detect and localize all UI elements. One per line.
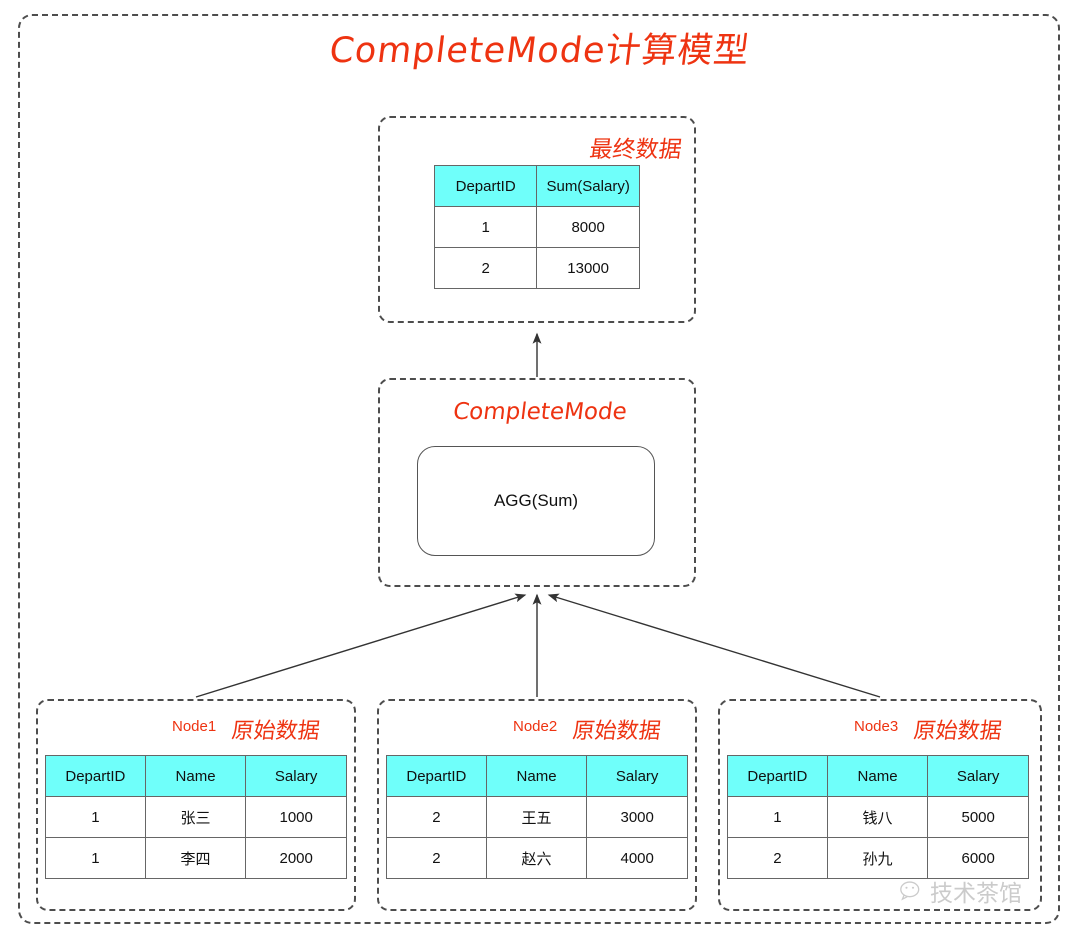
table-row: 2 13000 [433, 247, 640, 289]
table-row: 1 8000 [433, 206, 640, 248]
column-header: Name [144, 755, 247, 797]
table-cell: 孙九 [826, 837, 929, 879]
table-cell: 李四 [144, 837, 247, 879]
outer-frame [18, 14, 1060, 924]
table-cell: 1 [433, 206, 538, 248]
watermark: 技术茶馆 [900, 874, 1022, 908]
final-result-box [378, 116, 696, 323]
agg-operator-box: AGG(Sum) [417, 446, 655, 556]
node2-label: 原始数据 [571, 719, 663, 744]
node3-box [718, 699, 1042, 911]
column-header: DepartID [45, 755, 146, 797]
final-result-table: DepartID Sum(Salary) 1 8000 2 13000 [433, 165, 640, 289]
table-cell: 2 [727, 837, 828, 879]
table-header-row: DepartID Name Salary [45, 755, 347, 797]
column-header: Salary [586, 755, 688, 797]
wechat-icon [900, 880, 926, 902]
table-cell: 张三 [144, 796, 247, 838]
table-cell: 1000 [245, 796, 347, 838]
table-cell: 3000 [586, 796, 688, 838]
table-cell: 13000 [536, 247, 640, 289]
page-title: CompleteMode计算模型 [327, 31, 753, 71]
node2-name: Node2 [513, 718, 558, 735]
table-cell: 王五 [485, 796, 588, 838]
column-header: Name [826, 755, 929, 797]
column-header: DepartID [386, 755, 487, 797]
table-cell: 5000 [927, 796, 1029, 838]
table-header-row: DepartID Name Salary [727, 755, 1029, 797]
watermark-text: 技术茶馆 [930, 881, 1022, 907]
table-cell: 4000 [586, 837, 688, 879]
table-row: 2 孙九 6000 [727, 837, 1029, 879]
node2-table: DepartID Name Salary 2 王五 3000 2 赵六 4000 [386, 755, 688, 879]
table-header-row: DepartID Sum(Salary) [433, 165, 640, 207]
node1-name: Node1 [172, 718, 217, 735]
final-result-label: 最终数据 [588, 137, 684, 163]
table-row: 2 赵六 4000 [386, 837, 688, 879]
table-cell: 1 [727, 796, 828, 838]
node3-table: DepartID Name Salary 1 钱八 5000 2 孙九 6000 [727, 755, 1029, 879]
node1-label: 原始数据 [230, 719, 322, 744]
column-header: DepartID [433, 165, 538, 207]
node2-box [377, 699, 697, 911]
agg-operator-label: AGG(Sum) [493, 491, 579, 510]
table-row: 1 李四 2000 [45, 837, 347, 879]
table-row: 1 钱八 5000 [727, 796, 1029, 838]
table-cell: 钱八 [826, 796, 929, 838]
table-cell: 2 [433, 247, 538, 289]
compute-stage-box [378, 378, 696, 587]
table-row: 1 张三 1000 [45, 796, 347, 838]
node3-label: 原始数据 [912, 719, 1004, 744]
node1-box [36, 699, 356, 911]
column-header: Name [485, 755, 588, 797]
table-row: 2 王五 3000 [386, 796, 688, 838]
column-header: DepartID [727, 755, 828, 797]
table-header-row: DepartID Name Salary [386, 755, 688, 797]
table-cell: 6000 [927, 837, 1029, 879]
node1-table: DepartID Name Salary 1 张三 1000 1 李四 2000 [45, 755, 347, 879]
table-cell: 2 [386, 837, 487, 879]
table-cell: 1 [45, 837, 146, 879]
table-cell: 2 [386, 796, 487, 838]
table-cell: 2000 [245, 837, 347, 879]
compute-stage-label: CompleteMode [451, 399, 629, 425]
column-header: Sum(Salary) [536, 165, 640, 207]
table-cell: 赵六 [485, 837, 588, 879]
node3-name: Node3 [854, 718, 899, 735]
column-header: Salary [927, 755, 1029, 797]
table-cell: 8000 [536, 206, 640, 248]
table-cell: 1 [45, 796, 146, 838]
column-header: Salary [245, 755, 347, 797]
